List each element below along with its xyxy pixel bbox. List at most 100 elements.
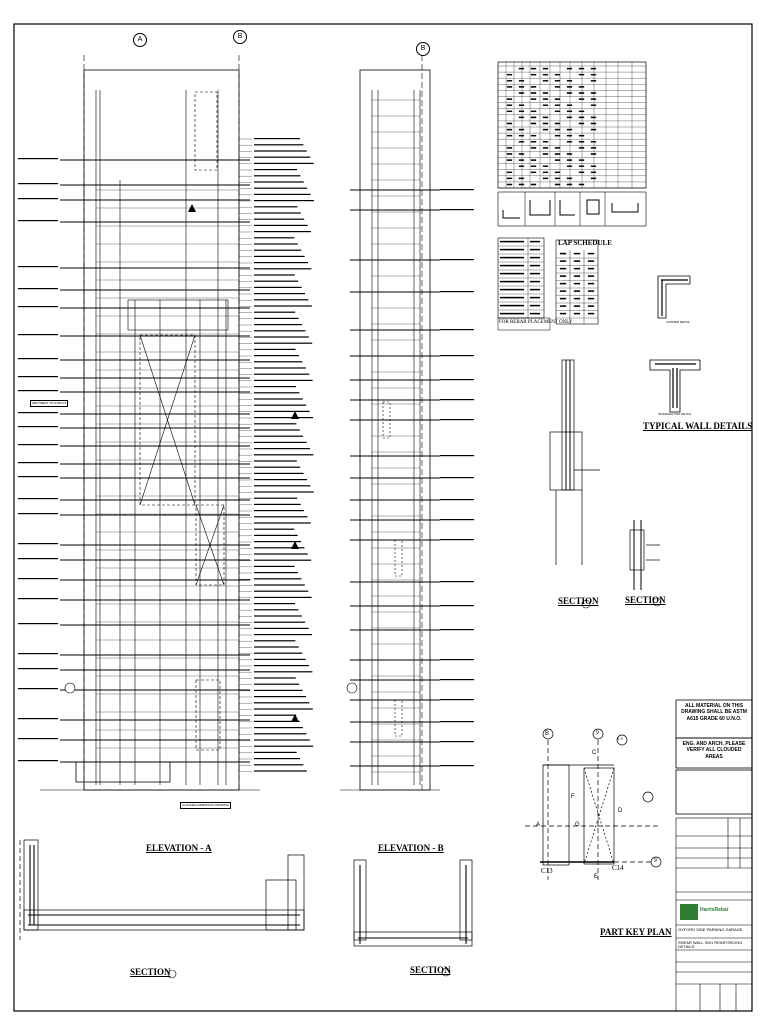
right-callout-text <box>254 255 305 257</box>
schedule-cell-text <box>542 141 549 143</box>
right-callout-text <box>254 324 302 326</box>
right-callout-text <box>440 605 474 607</box>
key-plan-label-a: A <box>536 822 541 828</box>
key-plan-bubble-b-right: 9 <box>654 858 657 864</box>
right-callout-text <box>254 528 295 530</box>
schedule-cell-text <box>518 67 525 70</box>
left-callout-text <box>18 598 58 600</box>
schedule-cell-text <box>554 80 561 82</box>
left-callout-text <box>18 513 58 515</box>
schedule-cell-text <box>578 147 585 149</box>
revision-triangle-icon <box>188 204 299 722</box>
section-title-mid-1: SECTION <box>558 596 599 606</box>
clouded-dimension-note: CLOUDED DIMENSION PENDING <box>180 802 232 809</box>
schedule-cell-text <box>530 159 537 161</box>
schedule-cell-text <box>554 153 561 155</box>
elevation-b-callout-text <box>440 189 474 767</box>
grid-bubble-a-top: A <box>133 33 147 47</box>
legend-row-text <box>499 248 525 251</box>
schedule-cell-text <box>542 67 549 70</box>
right-callout-text <box>254 367 306 369</box>
right-callout-text <box>254 572 298 574</box>
schedule-cell-text <box>578 171 585 174</box>
schedule-cell-text <box>554 183 561 186</box>
elevation-b-title: ELEVATION - B <box>378 843 444 853</box>
right-callout-text <box>254 243 298 245</box>
right-callout-text <box>254 355 299 357</box>
schedule-cell-text <box>506 171 513 174</box>
right-callout-text <box>254 764 304 766</box>
left-callout-text <box>18 476 58 478</box>
schedule-cell-text <box>530 171 537 174</box>
lap-cell-text <box>559 297 567 300</box>
left-callout-text <box>18 358 58 360</box>
left-callout-text <box>18 718 58 720</box>
right-callout-text <box>254 596 312 598</box>
typical-wall-detail-drawings <box>649 275 701 413</box>
schedule-cell-text <box>518 110 525 113</box>
legend-rows <box>498 240 544 319</box>
right-callout-text <box>254 361 303 363</box>
right-callout-text <box>254 714 297 716</box>
right-callout-text <box>254 615 302 617</box>
left-callout-text <box>18 623 58 625</box>
schedule-cell-text <box>578 92 585 94</box>
right-callout-text <box>254 156 311 158</box>
lap-cell-text <box>587 260 595 262</box>
section-cut-icon <box>64 597 662 979</box>
schedule-cell-text <box>566 153 573 155</box>
schedule-cell-text <box>578 98 585 100</box>
left-callout-text <box>18 668 58 670</box>
left-callout-text <box>18 198 58 200</box>
lap-cell-text <box>559 290 567 292</box>
schedule-cell-text <box>506 183 513 186</box>
elevation-a-title: ELEVATION - A <box>146 843 212 853</box>
right-callout-text <box>254 237 295 239</box>
left-callout-text <box>18 738 58 740</box>
right-callout-text <box>254 429 300 431</box>
schedule-cell-text <box>590 165 597 167</box>
lap-cell-text <box>559 267 567 270</box>
right-callout-text <box>440 209 474 211</box>
schedule-cell-text <box>518 159 525 161</box>
lap-cell-text <box>559 260 567 262</box>
schedule-cell-text <box>554 110 561 113</box>
right-callout-text <box>254 386 296 388</box>
left-callout-text <box>18 390 58 392</box>
legend-row-text <box>499 304 525 307</box>
key-plan-bubble-9-3: 9.3 <box>617 736 623 741</box>
schedule-cell-text <box>518 177 525 180</box>
schedule-grid <box>498 62 646 189</box>
left-callout-text <box>18 543 58 545</box>
right-callout-text <box>254 311 296 313</box>
schedule-cell-text <box>566 104 573 106</box>
schedule-cell-text <box>590 92 597 94</box>
schedule-cell-text <box>506 177 513 180</box>
right-callout-text <box>254 410 310 412</box>
schedule-cell-text <box>542 116 549 119</box>
bar-shape-diagrams <box>497 191 647 227</box>
schedule-cell-text <box>566 116 573 119</box>
right-callout-text <box>440 379 474 381</box>
schedule-cell-text <box>590 67 597 70</box>
schedule-cell-text <box>542 80 549 82</box>
schedule-cell-text <box>506 153 513 155</box>
right-callout-text <box>254 565 295 567</box>
right-callout-text <box>254 417 313 419</box>
right-callout-text <box>254 299 309 301</box>
left-callout-text <box>18 306 58 308</box>
schedule-cell-text <box>530 122 537 125</box>
lap-cell-text <box>587 297 595 300</box>
right-callout-text <box>254 609 299 611</box>
right-callout-text <box>440 629 474 631</box>
right-callout-text <box>440 519 474 521</box>
lap-cell-text <box>559 252 567 255</box>
left-callout-text <box>18 444 58 446</box>
right-callout-text <box>254 683 300 685</box>
right-callout-text <box>254 733 307 735</box>
legend-value-text <box>529 304 541 307</box>
right-callout-text <box>254 268 312 270</box>
key-plan-label-e: E <box>594 874 599 880</box>
legend-value-text <box>529 256 541 259</box>
